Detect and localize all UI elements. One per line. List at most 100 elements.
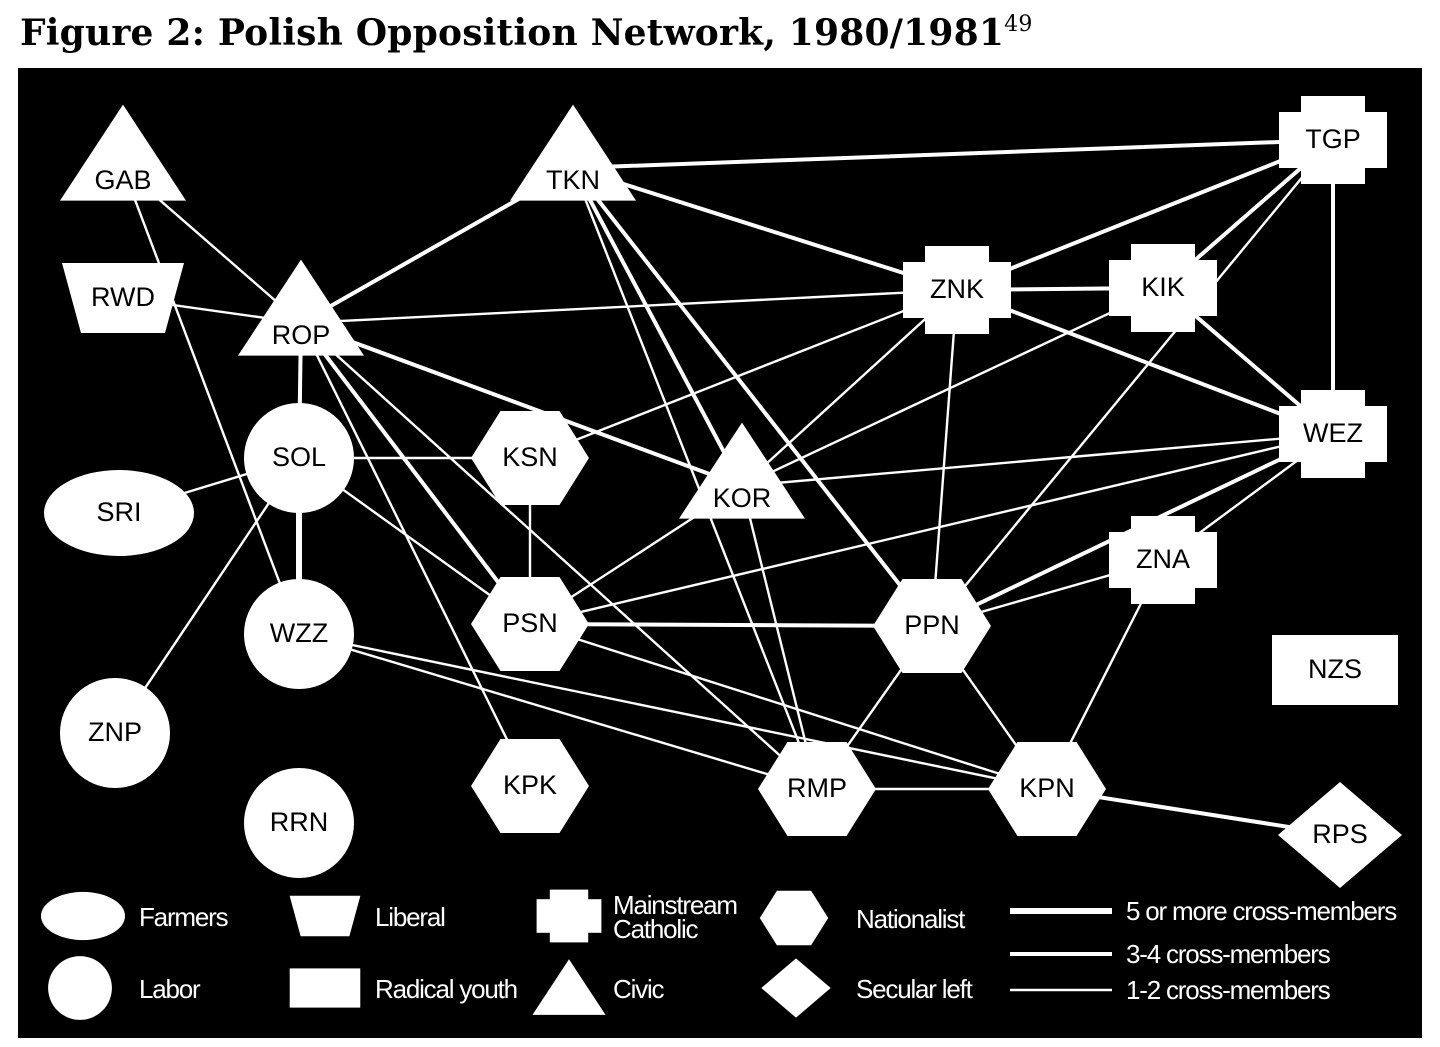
node-label-gab: GAB xyxy=(94,165,151,195)
node-wzz: WZZ xyxy=(244,579,354,689)
edge-kor-wez xyxy=(740,432,1335,488)
legend-swatch-ellipse xyxy=(41,891,125,941)
node-label-znk: ZNK xyxy=(930,274,984,304)
node-kor: KOR xyxy=(679,422,805,519)
node-label-zna: ZNA xyxy=(1136,544,1190,574)
node-nzs: NZS xyxy=(1272,635,1398,705)
legend-line-3-4: 3-4 cross-members xyxy=(1010,939,1332,969)
network-diagram: GABRWDROPTKNSOLSRIWZZZNPRRNKSNPSNKPKKORR… xyxy=(41,96,1402,1020)
legend-swatch-rectangle xyxy=(289,968,361,1008)
node-label-tgp: TGP xyxy=(1305,124,1361,154)
node-label-rps: RPS xyxy=(1312,819,1368,849)
node-label-nzs: NZS xyxy=(1308,654,1362,684)
legend-line-label-5: 5 or more cross-members xyxy=(1126,896,1397,926)
node-gab: GAB xyxy=(60,104,186,201)
legend-line-1-2: 1-2 cross-members xyxy=(1010,975,1332,1005)
figure-footnote-marker: 49 xyxy=(1004,12,1033,37)
legend-item-radical-youth: Radical youth xyxy=(289,968,518,1008)
edge-ppn-tgp xyxy=(930,138,1335,628)
node-rop: ROP xyxy=(238,259,364,356)
node-znk: ZNK xyxy=(903,246,1011,334)
node-label-wzz: WZZ xyxy=(270,618,328,648)
legend-line-5: 5 or more cross-members xyxy=(1010,896,1398,926)
edge-znk-wez xyxy=(954,287,1336,437)
edge-kor-rmp xyxy=(740,484,819,791)
edge-gab-wzz xyxy=(121,166,301,636)
edge-sol-znp xyxy=(113,456,301,735)
node-label-kor: KOR xyxy=(713,483,772,513)
legend-label-civic: Civic xyxy=(613,974,665,1004)
legend-swatch-diamond xyxy=(761,958,831,1018)
edge-kor-znk xyxy=(740,288,959,488)
edge-tkn-rmp xyxy=(571,166,819,791)
legend-label-farmers: Farmers xyxy=(139,902,229,932)
node-label-sri: SRI xyxy=(96,497,141,527)
node-rmp: RMP xyxy=(758,742,876,836)
node-kpk: KPK xyxy=(471,739,589,833)
node-label-ppn: PPN xyxy=(904,610,960,640)
edge-kor-kik xyxy=(740,286,1165,488)
legend-item-labor: Labor xyxy=(48,956,202,1020)
node-psn: PSN xyxy=(471,577,589,671)
legend-label-secular-left: Secular left xyxy=(856,974,974,1004)
legend-line-label-1-2: 1-2 cross-members xyxy=(1126,975,1331,1005)
legend-label-nationalist: Nationalist xyxy=(856,904,966,934)
legend-line-label-3-4: 3-4 cross-members xyxy=(1126,939,1331,969)
edge-tkn-kor xyxy=(570,165,745,489)
legend-swatch-hexagon xyxy=(759,890,829,946)
legend-item-secular-left: Secular left xyxy=(761,958,975,1018)
legend-swatch-trapezoid xyxy=(289,895,361,937)
node-label-sol: SOL xyxy=(272,442,326,472)
edge-ppn-znk xyxy=(930,288,959,628)
node-label-rrn: RRN xyxy=(270,807,329,837)
figure-title-text: Figure 2: Polish Opposition Network, 198… xyxy=(20,12,1005,54)
legend-label-radical-youth: Radical youth xyxy=(375,974,517,1004)
node-kpn: KPN xyxy=(988,742,1106,836)
edge-tkn-tgp xyxy=(570,137,1336,171)
legend-swatch-circle xyxy=(48,956,112,1020)
figure-title: Figure 2: Polish Opposition Network, 198… xyxy=(20,12,1033,54)
node-zna: ZNA xyxy=(1109,516,1217,604)
node-layer: GABRWDROPTKNSOLSRIWZZZNPRRNKSNPSNKPKKORR… xyxy=(44,96,1402,888)
legend-item-farmers: Farmers xyxy=(41,891,230,941)
node-ppn: PPN xyxy=(873,579,991,673)
node-label-psn: PSN xyxy=(502,608,558,638)
node-label-kpn: KPN xyxy=(1019,773,1075,803)
edge-znk-tgp xyxy=(954,137,1336,293)
edge-rop-znk xyxy=(299,288,959,325)
node-wez: WEZ xyxy=(1279,390,1387,478)
edge-rop-psn xyxy=(298,320,533,627)
node-ksn: KSN xyxy=(471,411,589,505)
node-label-wez: WEZ xyxy=(1303,418,1363,448)
edge-ksn-znk xyxy=(528,288,959,460)
node-kik: KIK xyxy=(1109,244,1217,332)
edge-tkn-ppn xyxy=(570,165,935,629)
node-tgp: TGP xyxy=(1279,96,1387,184)
edge-psn-kpn xyxy=(528,622,1049,791)
legend-label-labor: Labor xyxy=(139,974,201,1004)
node-sol: SOL xyxy=(244,403,354,513)
legend-item-nationalist: Nationalist xyxy=(759,890,967,946)
legend-item-civic: Civic xyxy=(532,959,666,1015)
node-label-kpk: KPK xyxy=(503,770,557,800)
node-label-kik: KIK xyxy=(1141,272,1185,302)
edge-psn-wez xyxy=(528,432,1335,626)
node-rrn: RRN xyxy=(244,768,354,878)
edge-rop-kor xyxy=(298,320,745,489)
legend-swatch-triangle xyxy=(532,959,606,1015)
node-rps: RPS xyxy=(1278,782,1402,888)
node-label-rwd: RWD xyxy=(91,282,155,312)
node-label-tkn: TKN xyxy=(546,165,600,195)
legend-item-liberal: Liberal xyxy=(289,895,446,937)
edge-rop-rmp xyxy=(299,321,819,791)
node-label-ksn: KSN xyxy=(502,442,558,472)
node-label-rop: ROP xyxy=(272,320,331,350)
node-label-rmp: RMP xyxy=(787,773,847,803)
edge-tkn-znk xyxy=(570,165,960,293)
node-rwd: RWD xyxy=(62,263,184,333)
legend-swatch-cross xyxy=(536,889,602,943)
edge-wzz-rmp xyxy=(297,632,819,791)
